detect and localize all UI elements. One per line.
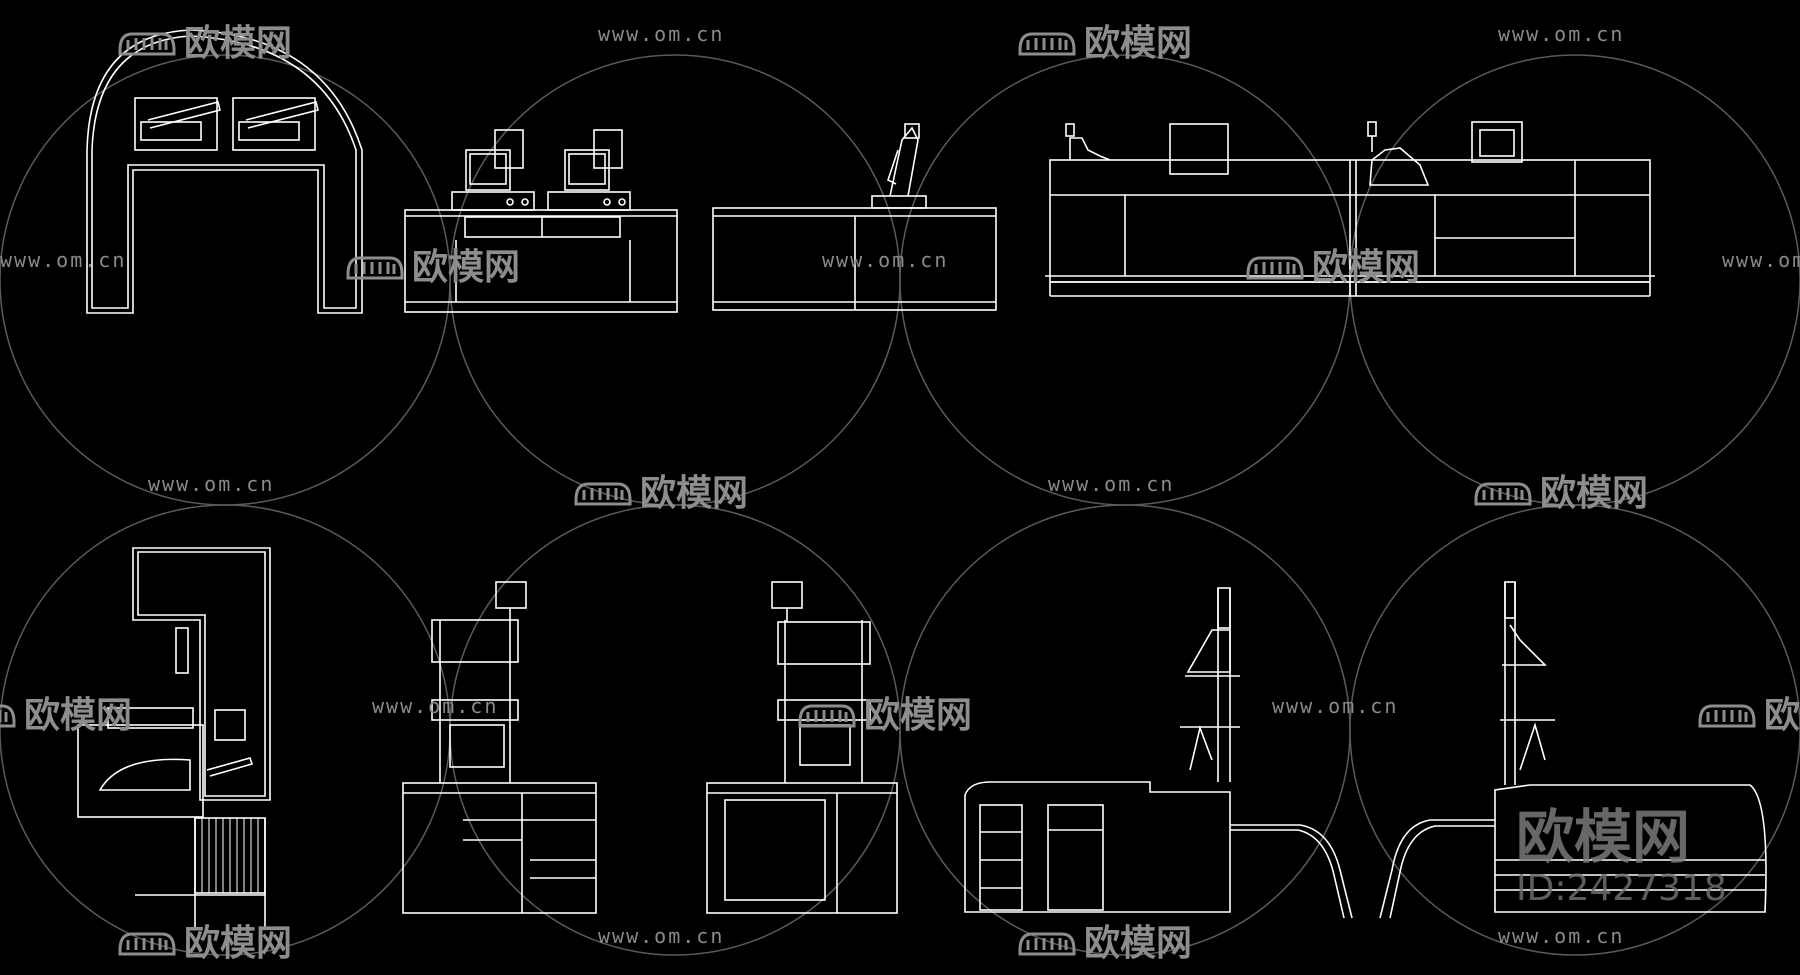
watermark-logo: 欧模网 <box>1472 464 1648 516</box>
sofa-logo-icon <box>1246 256 1304 280</box>
sofa-logo-icon <box>1018 32 1076 56</box>
watermark-url: www.om.cn <box>822 248 949 272</box>
watermark-logo-text: 欧模网 <box>412 247 521 288</box>
watermark-url: www.om.cn <box>148 472 275 496</box>
long-checkout-counter <box>1045 121 1655 297</box>
watermark-logo: 欧模网 <box>344 238 520 290</box>
watermark-logo-text: 欧模网 <box>864 695 973 736</box>
watermark-url: www.om.cn <box>372 694 499 718</box>
double-pos-counter <box>404 129 678 313</box>
watermark-logo-text: 欧模网 <box>1312 247 1421 288</box>
watermark-logo: 欧模网 <box>1016 14 1192 66</box>
watermark-logo: 欧模网 <box>572 464 748 516</box>
watermark-logo-text: 欧模网 <box>1540 473 1649 514</box>
watermark-logo-text: 欧模网 <box>1084 923 1193 964</box>
sofa-logo-icon <box>798 704 856 728</box>
sofa-logo-icon <box>118 32 176 56</box>
sofa-logo-icon <box>574 482 632 506</box>
watermark-url: www.om.cn <box>0 248 127 272</box>
watermark-logo-text: 欧模网 <box>640 473 749 514</box>
sofa-logo-icon <box>1474 482 1532 506</box>
watermark-logo: 欧模网 <box>116 14 292 66</box>
watermark-logo-text: 欧模网 <box>184 923 293 964</box>
watermark-url: www.om.cn <box>1498 924 1625 948</box>
watermark-id: ID:2427318 <box>1516 868 1727 909</box>
watermark-url: www.om.cn <box>1048 472 1175 496</box>
watermark-url: www.om.cn <box>1272 694 1399 718</box>
watermark-logo: 欧模网 <box>0 686 132 738</box>
side-elevation-pos-a <box>402 581 597 914</box>
sofa-logo-icon <box>0 704 16 728</box>
watermark-logo-text: 欧模网 <box>24 695 133 736</box>
side-elevation-counter-b <box>1379 581 1767 919</box>
side-elevation-pos-b <box>706 581 898 914</box>
big-watermark-logo: 欧模网 <box>1516 803 1691 871</box>
watermark-logo: 欧模网 <box>116 914 292 966</box>
watermark-url: www.om.cn <box>598 22 725 46</box>
watermark-logo-text: 欧模网 <box>1764 695 1800 736</box>
sofa-logo-icon <box>1698 704 1756 728</box>
watermark-circles <box>0 54 1800 956</box>
side-elevation-counter-a <box>964 587 1353 919</box>
watermark-url: www.om.cn <box>1498 22 1625 46</box>
watermark-logo: 欧模网 <box>1696 686 1800 738</box>
watermark-logo: 欧模网 <box>1244 238 1420 290</box>
arch-security-gate <box>86 29 363 314</box>
sofa-logo-icon <box>118 932 176 956</box>
sofa-logo-icon <box>346 256 404 280</box>
sofa-logo-icon <box>1018 932 1076 956</box>
watermark-logo-text: 欧模网 <box>1084 23 1193 64</box>
watermark-url: www.om.cn <box>1722 248 1800 272</box>
watermark-logo-text: 欧模网 <box>184 23 293 64</box>
side-elevation-gate <box>77 547 271 930</box>
single-checkout-desk <box>712 123 997 311</box>
watermark-logo: 欧模网 <box>796 686 972 738</box>
watermark-url: www.om.cn <box>598 924 725 948</box>
watermark-logo: 欧模网 <box>1016 914 1192 966</box>
